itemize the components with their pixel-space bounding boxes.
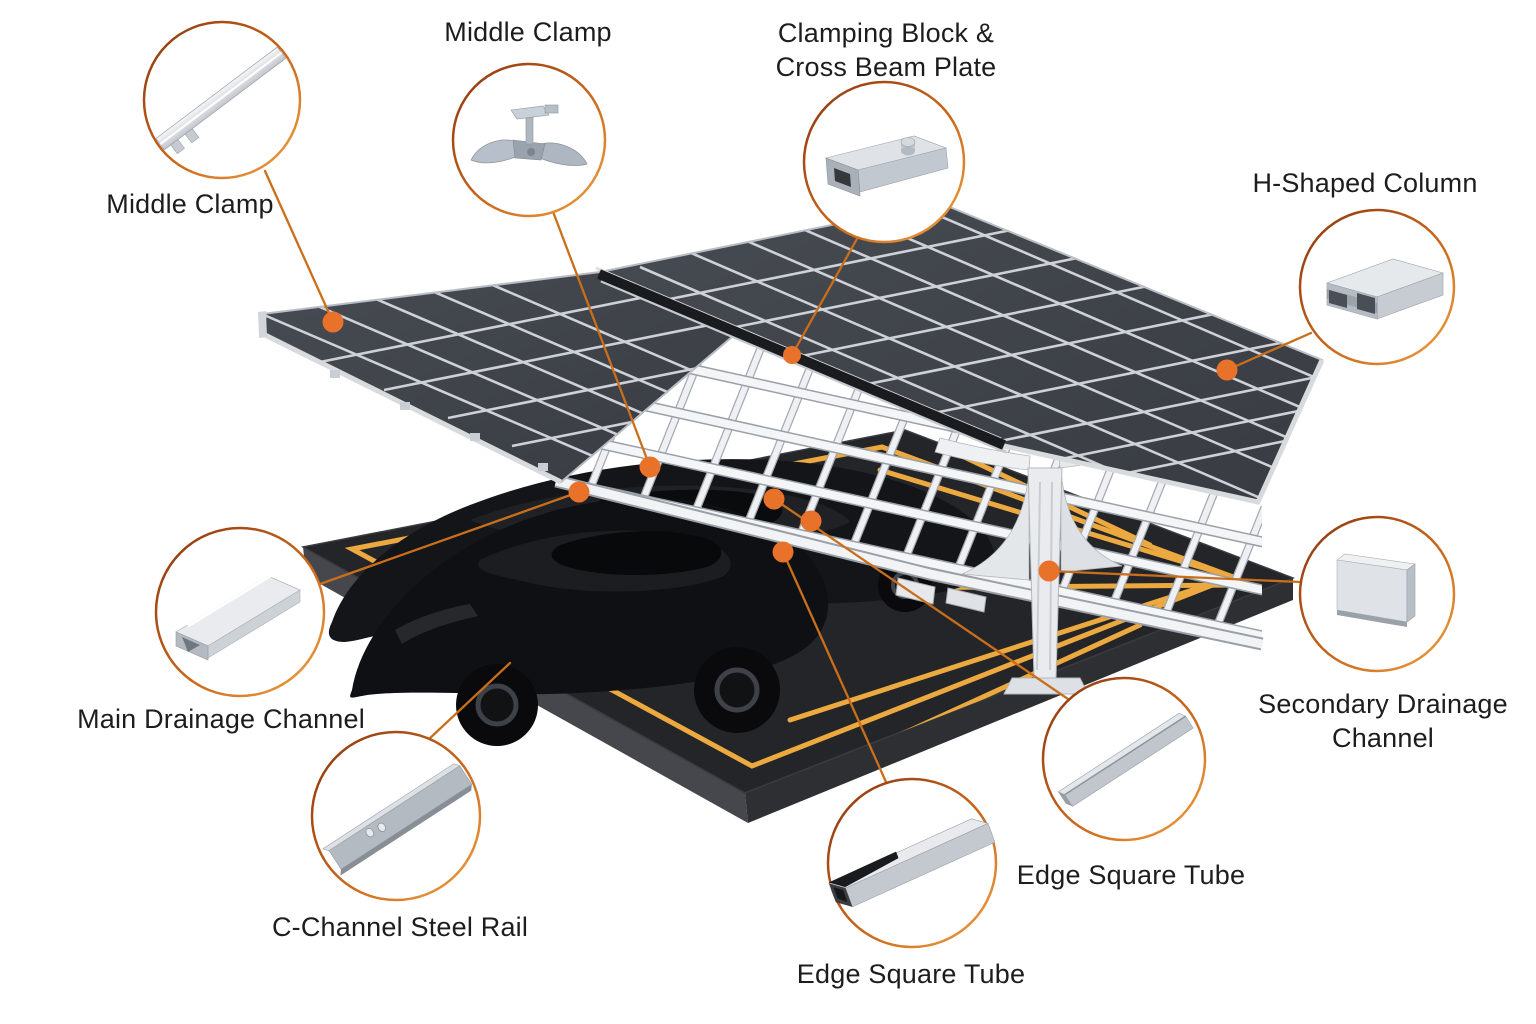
label-text: Main Drainage Channel xyxy=(77,704,365,734)
label-edge-square-tube-right: Edge Square Tube xyxy=(1017,858,1245,892)
marker-dot xyxy=(1216,359,1238,381)
leader-middle-clamp-top xyxy=(550,207,652,469)
marker-dot xyxy=(763,488,785,510)
leader-edge-square-tube-bottom xyxy=(781,550,888,784)
label-edge-square-tube-bottom: Edge Square Tube xyxy=(797,957,1025,991)
edge-square-tube-icon xyxy=(828,818,996,908)
leader-lines xyxy=(263,169,1313,784)
middle-clamp-assembly-icon xyxy=(470,104,588,166)
marker-dot xyxy=(568,481,590,503)
marker-dot xyxy=(772,541,794,563)
label-text: H-Shaped Column xyxy=(1252,168,1478,198)
leader-c-channel xyxy=(426,661,512,742)
label-middle-clamp-top: Middle Clamp xyxy=(444,15,611,49)
callout-circles xyxy=(142,20,1456,949)
label-text: Clamping Block & xyxy=(777,18,995,48)
label-text: Middle Clamp xyxy=(106,189,274,219)
label-text: Middle Clamp xyxy=(444,17,612,47)
marker-dot xyxy=(322,311,344,333)
label-secondary-drainage-channel: Secondary Drainage Channel xyxy=(1258,687,1508,755)
leader-main-drainage xyxy=(318,490,581,586)
leader-edge-square-tube-right xyxy=(772,497,1070,701)
car-near xyxy=(350,497,829,746)
marker-dot xyxy=(639,456,661,478)
middle-clamp-profile-icon xyxy=(155,46,287,155)
c-channel-rail-icon xyxy=(322,763,473,876)
h-beam-icon xyxy=(1326,258,1444,320)
edge-angle-profile-icon xyxy=(1057,713,1194,807)
label-text: Cross Beam Plate xyxy=(775,52,997,82)
label-h-shaped-column: H-Shaped Column xyxy=(1252,166,1477,200)
leader-h-shaped-column xyxy=(1225,331,1313,372)
leader-dots xyxy=(322,311,1238,582)
label-main-drainage-channel: Main Drainage Channel xyxy=(77,702,365,736)
label-text: Secondary Drainage xyxy=(1258,689,1508,719)
label-c-channel-steel-rail: C-Channel Steel Rail xyxy=(272,910,528,944)
leader-secondary-drainage xyxy=(1047,569,1302,584)
label-middle-clamp-left: Middle Clamp xyxy=(106,187,273,221)
leader-clamping-block xyxy=(790,235,860,357)
marker-dot xyxy=(1038,560,1060,582)
label-text: Channel xyxy=(1332,723,1434,753)
main-drainage-channel-icon xyxy=(175,568,301,661)
marker-dot xyxy=(783,346,801,364)
label-text: Edge Square Tube xyxy=(796,959,1026,989)
clamping-block-icon xyxy=(824,135,949,197)
label-text: Edge Square Tube xyxy=(1016,860,1246,890)
leader-middle-clamp-left xyxy=(263,169,335,324)
label-text: C-Channel Steel Rail xyxy=(271,912,529,942)
secondary-drainage-channel-icon xyxy=(1336,553,1416,627)
label-clamping-block: Clamping Block & Cross Beam Plate xyxy=(776,16,997,84)
marker-dot xyxy=(800,510,822,532)
